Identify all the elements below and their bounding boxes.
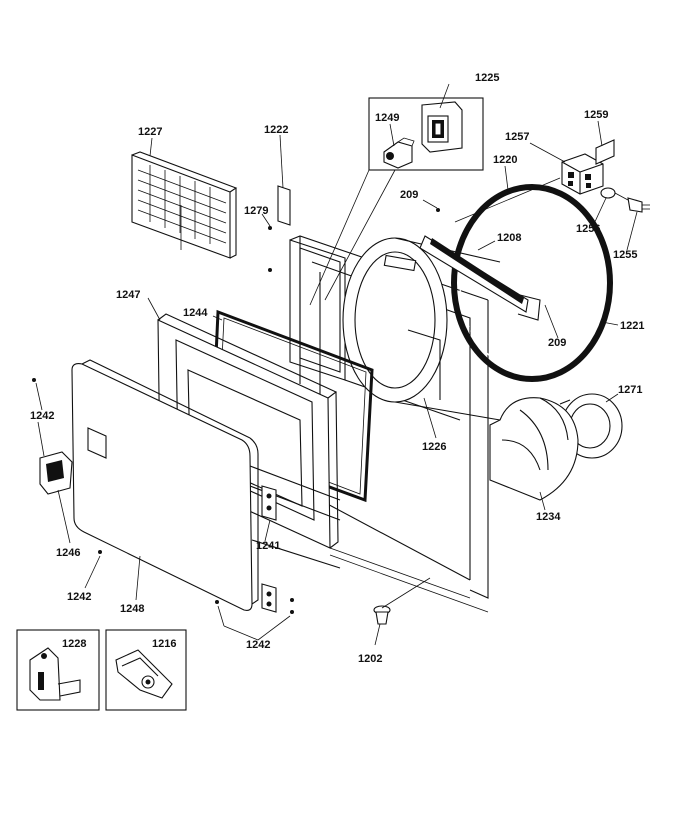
drum-housing — [342, 237, 501, 421]
label-1220: 1220 — [493, 154, 517, 166]
lamp-socket-assembly — [454, 139, 650, 223]
label-1242-left: 1242 — [30, 410, 54, 422]
inset-box-1249-1225 — [309, 97, 484, 306]
screws — [32, 208, 440, 614]
label-1257: 1257 — [505, 131, 529, 143]
switch-actuator-part — [383, 137, 415, 169]
door-latch-part — [39, 451, 73, 495]
label-209-top: 209 — [400, 189, 418, 201]
door-hinge-lower — [261, 583, 277, 613]
label-1244: 1244 — [183, 307, 208, 319]
leveling-foot-part — [373, 605, 391, 625]
label-1246: 1246 — [56, 547, 80, 559]
drum-glide-bar — [419, 235, 541, 321]
label-1279: 1279 — [244, 205, 268, 217]
outer-door-panel — [71, 359, 259, 611]
label-1242-bottom: 1242 — [67, 591, 91, 603]
label-1222: 1222 — [264, 124, 288, 136]
label-1259: 1259 — [584, 109, 608, 121]
door-switch-part — [421, 101, 463, 153]
part-labels: 1225 1249 1227 1222 1259 1257 1220 209 1… — [30, 72, 644, 665]
label-1227: 1227 — [138, 126, 162, 138]
label-1242-right: 1242 — [246, 639, 270, 651]
label-1228: 1228 — [62, 638, 86, 650]
label-1202: 1202 — [358, 653, 382, 665]
label-1234: 1234 — [536, 511, 561, 523]
drum-seal-ring — [451, 184, 613, 382]
label-1249: 1249 — [375, 112, 399, 124]
label-209-right: 209 — [548, 337, 566, 349]
label-1221: 1221 — [620, 320, 644, 332]
label-1226: 1226 — [422, 441, 446, 453]
door-hinge-upper — [261, 485, 277, 521]
inset-box-1216 — [105, 629, 187, 711]
label-1216: 1216 — [152, 638, 176, 650]
leader-lines — [35, 83, 638, 646]
exhaust-duct — [489, 397, 579, 501]
inset-box-1228 — [16, 629, 100, 711]
label-1241: 1241 — [256, 540, 280, 552]
label-1247: 1247 — [116, 289, 140, 301]
label-1255: 1255 — [613, 249, 637, 261]
label-1208: 1208 — [497, 232, 521, 244]
label-1248: 1248 — [120, 603, 144, 615]
label-1271: 1271 — [618, 384, 642, 396]
label-1225: 1225 — [475, 72, 499, 84]
label-1256: 1256 — [576, 223, 600, 235]
grille-part — [131, 151, 238, 259]
